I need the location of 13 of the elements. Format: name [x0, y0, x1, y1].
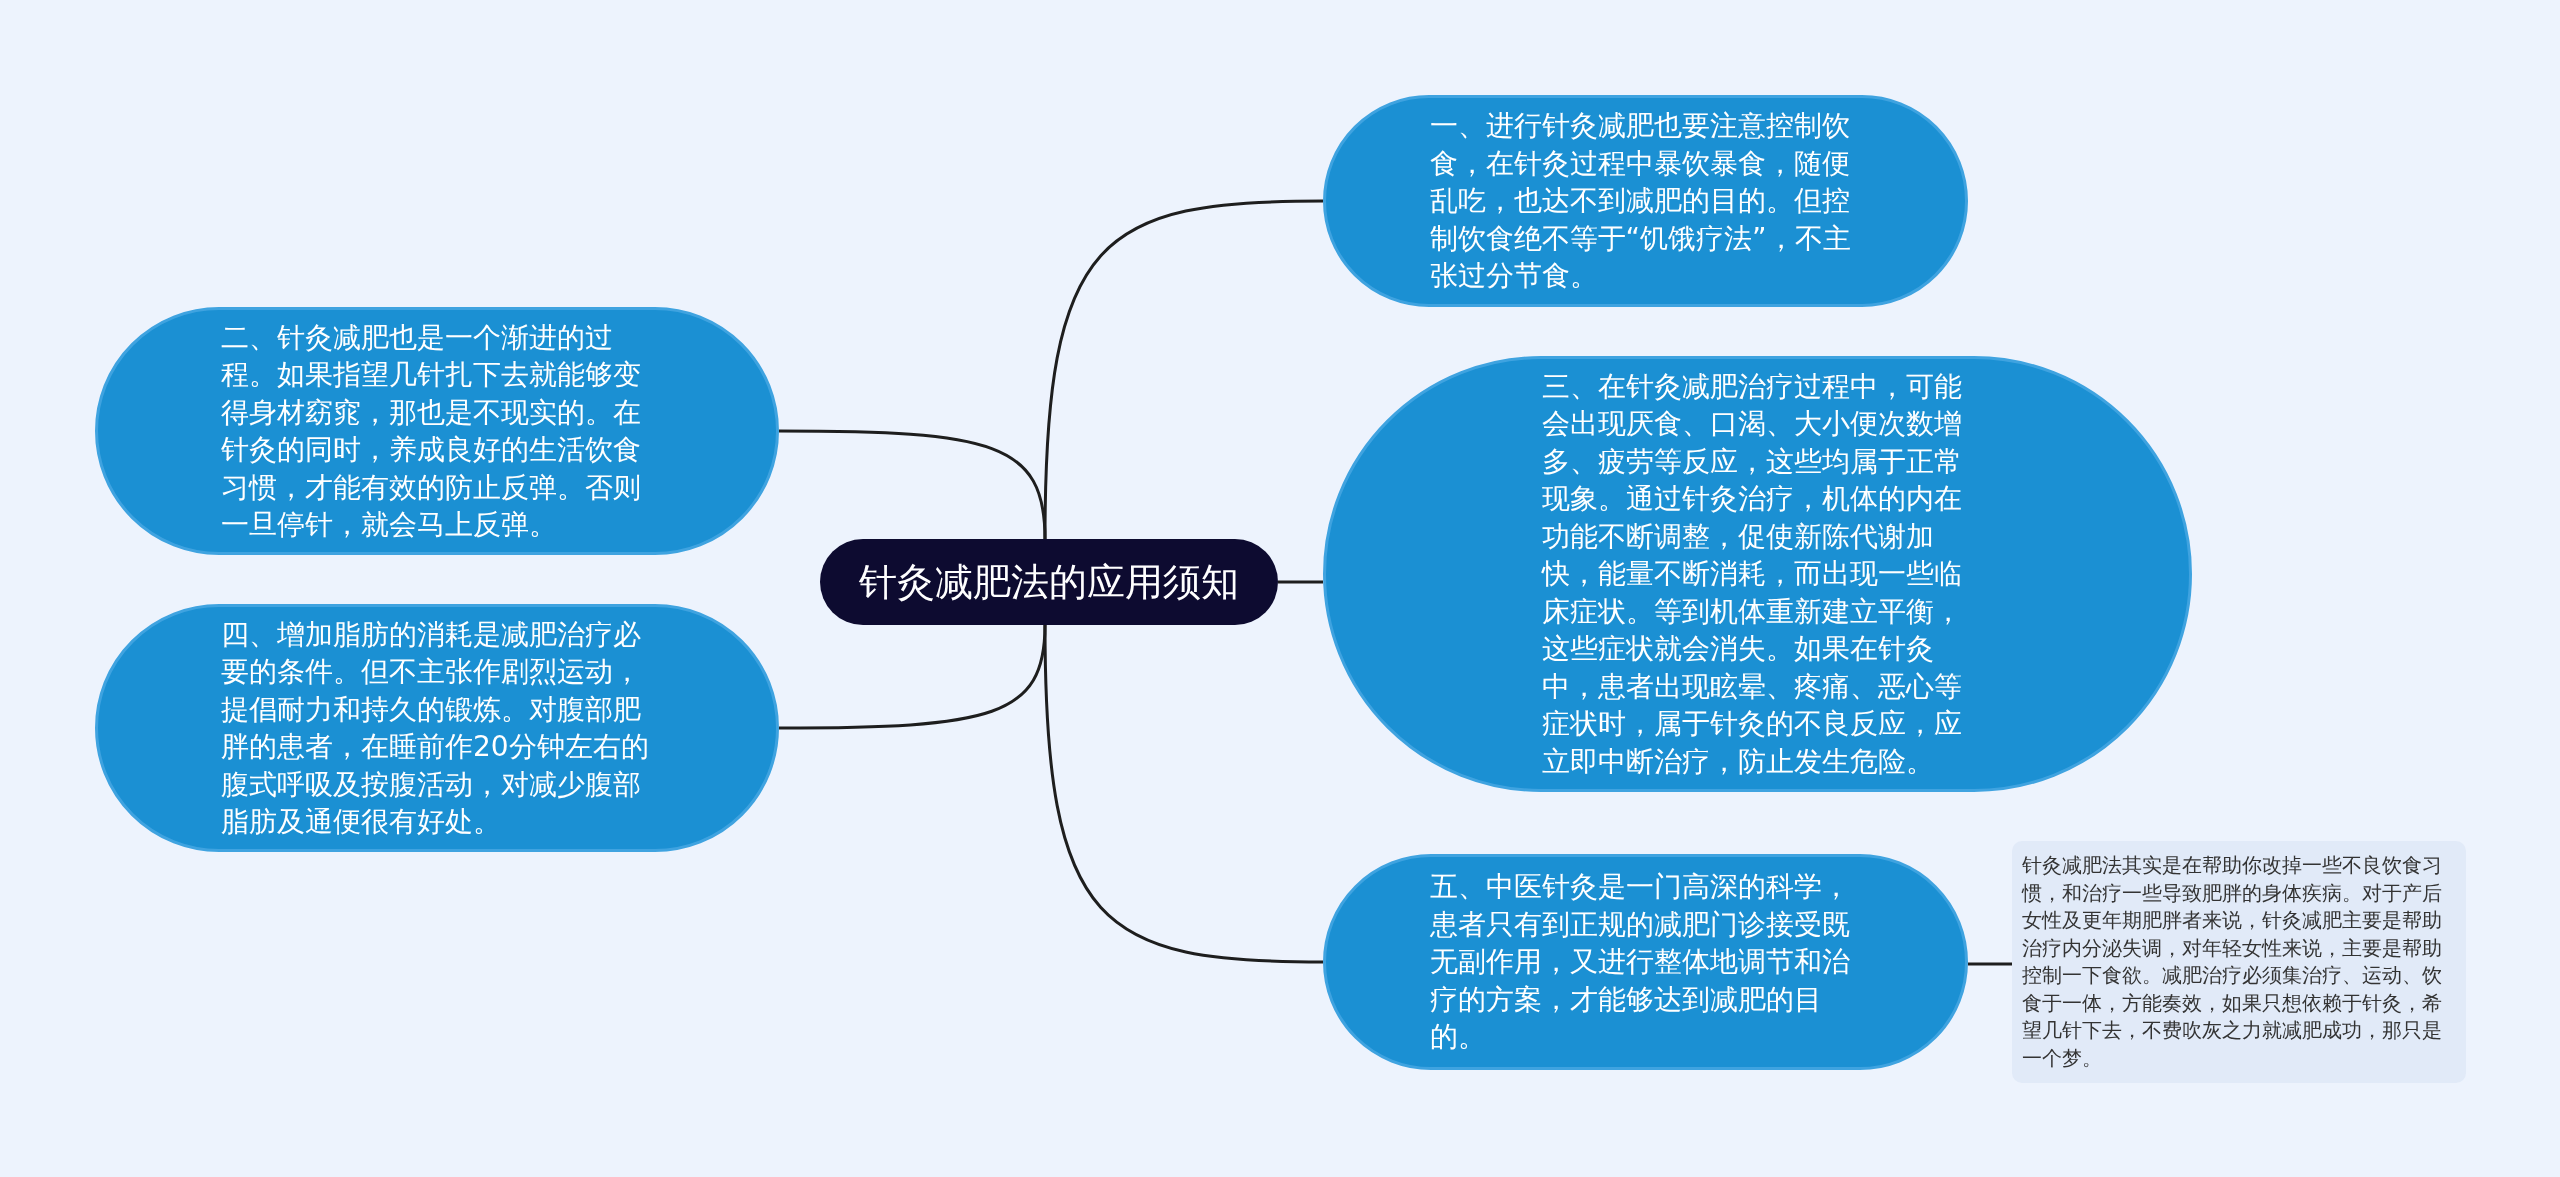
note-box [2012, 841, 2466, 1083]
connector-line [1968, 962, 2012, 966]
connector-line [779, 429, 1047, 540]
topic-text: 二、针灸减肥也是一个渐进的过程。如果指望几针扎下去就能够变得身材窈窕，那也是不现实的。在针灸的同时，养成良好的生活饮食习惯，才能有效的防止反弹。否则一旦停针，就会马上反弹。 [221, 319, 642, 543]
topic-text: 四、增加脂肪的消耗是减肥治疗必要的条件。但不主张作剧烈运动，提倡耐力和持久的锻炼。对腹部肥胖的患者，在睡前作20分钟左右的腹式呼吸及按腹活动，对减少腹部脂肪及通便很有好处。 [221, 616, 650, 840]
topic-title: 针灸减肥法的应用须知 [858, 559, 1240, 606]
topic-text: 一、进行针灸减肥也要注意控制饮食，在针灸过程中暴饮暴食，随便乱吃，也达不到减肥的目的。但控制饮食绝不等于“饥饿疗法”，不主张过分节食。 [1429, 108, 1852, 295]
topic-text: 五、中医针灸是一门高深的科学，患者只有到正规的减肥门诊接受既无副作用，又进行整体地调节和治疗的方案，才能够达到减肥的目的。 [1429, 869, 1851, 1056]
connector-line [779, 624, 1047, 730]
connector-line [1278, 580, 1323, 584]
connector-line [1043, 624, 1324, 964]
topic-text: 三、在针灸减肥治疗过程中，可能会出现厌食、口渴、大小便次数增多、疲劳等反应，这些均属于正常现象。通过针灸治疗，机体的内在功能不断调整，促使新陈代谢加快，能量不断消耗，而出现一些临床症状。等到机体重新建立平衡，这些症状就会消失。如果在针灸中，患者出现眩晕、疼痛、恶心等症状时，属于针灸的不良反应，应立即中断治疗，防止发生危险。 [1541, 368, 1963, 780]
topic-text: 针灸减肥法其实是在帮助你改掉一些不良饮食习惯，和治疗一些导致肥胖的身体疾病。对于产后女性及更年期肥胖者来说，针灸减肥主要是帮助治疗内分泌失调，对年轻女性来说，主要是帮助控制一下食欲。减肥治疗必须集治疗、运动、饮食于一体，方能奏效，如果只想依赖于针灸，希望几针下去，不费吹灰之力就减肥成功，那只是一个梦。 [2022, 853, 2443, 1072]
